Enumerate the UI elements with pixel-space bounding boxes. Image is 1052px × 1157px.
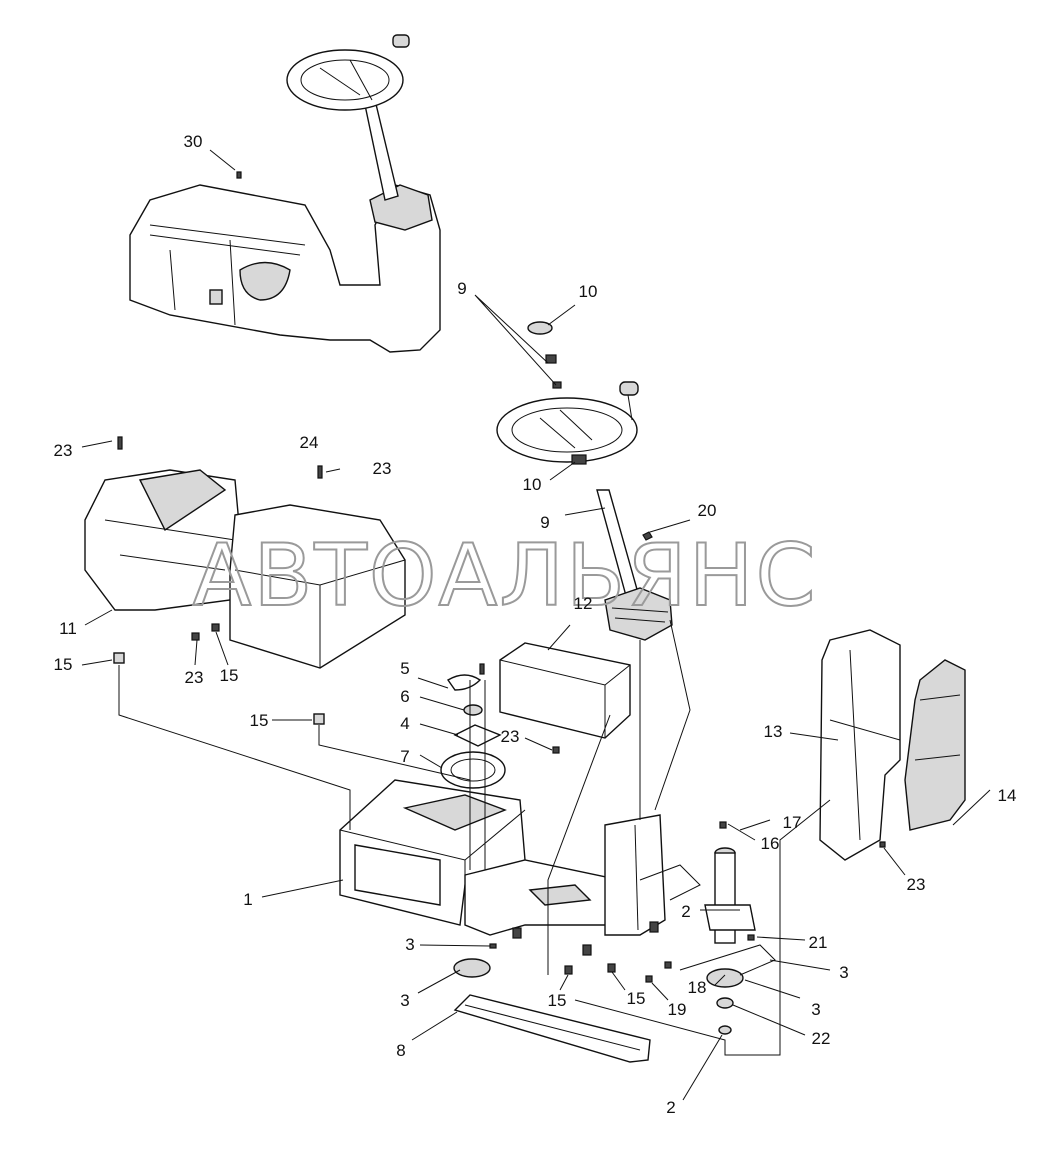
callout-3-right-lower: 3: [811, 1000, 820, 1019]
callout-3-left-lower: 3: [400, 991, 409, 1010]
callout-4: 4: [400, 714, 409, 733]
callout-23-right: 23: [907, 875, 926, 894]
callout-23-left: 23: [54, 441, 73, 460]
callout-24: 24: [300, 433, 319, 452]
callout-2-lower: 2: [666, 1098, 675, 1117]
callout-23-mid: 23: [185, 668, 204, 687]
main-frame-1: [339, 779, 666, 956]
callout-19: 19: [668, 1000, 687, 1019]
callout-9-lower: 9: [540, 513, 549, 532]
callout-15-mid: 15: [220, 666, 239, 685]
callout-labels: 30 9 10 23 24 23 10 9 20 11 12 15 23 15 …: [54, 132, 1017, 1117]
callout-15-bottom-right: 15: [627, 989, 646, 1008]
callout-7: 7: [400, 747, 409, 766]
callout-20: 20: [698, 501, 717, 520]
callout-2-upper: 2: [681, 902, 690, 921]
callout-1: 1: [243, 890, 252, 909]
watermark: АВТОАЛЬЯНС: [192, 526, 817, 626]
callout-18: 18: [688, 978, 707, 997]
callout-9-top: 9: [457, 279, 466, 298]
callout-10-top: 10: [579, 282, 598, 301]
callout-30: 30: [184, 132, 203, 151]
cover-14: [879, 659, 966, 848]
assembled-steering-console: [129, 34, 441, 353]
callout-3-right-upper: 3: [839, 963, 848, 982]
callout-15-center: 15: [250, 711, 269, 730]
cover-12: [499, 642, 631, 754]
assembly-lines: [118, 619, 831, 1056]
callout-3-left-upper: 3: [405, 935, 414, 954]
callout-12: 12: [574, 594, 593, 613]
callout-15-bottom-left: 15: [548, 991, 567, 1010]
callout-10-lower: 10: [523, 475, 542, 494]
cover-13: [819, 629, 901, 861]
callout-6: 6: [400, 687, 409, 706]
callout-13: 13: [764, 722, 783, 741]
callout-15-left: 15: [54, 655, 73, 674]
callout-11: 11: [59, 619, 77, 638]
callout-8: 8: [396, 1041, 405, 1060]
shaft-and-lower-parts: [453, 821, 756, 1063]
leader-lines: [81, 149, 991, 1101]
swivel-parts: [440, 663, 506, 789]
cover-11: [84, 436, 406, 725]
callout-5: 5: [400, 659, 409, 678]
callout-21: 21: [809, 933, 828, 952]
callout-16: 16: [761, 834, 780, 853]
callout-23-cover12: 23: [501, 727, 520, 746]
steering-wheel-parts: [496, 321, 673, 641]
callout-22: 22: [812, 1029, 831, 1048]
callout-14: 14: [998, 786, 1017, 805]
callout-23-upper: 23: [373, 459, 392, 478]
callout-17: 17: [783, 813, 802, 832]
